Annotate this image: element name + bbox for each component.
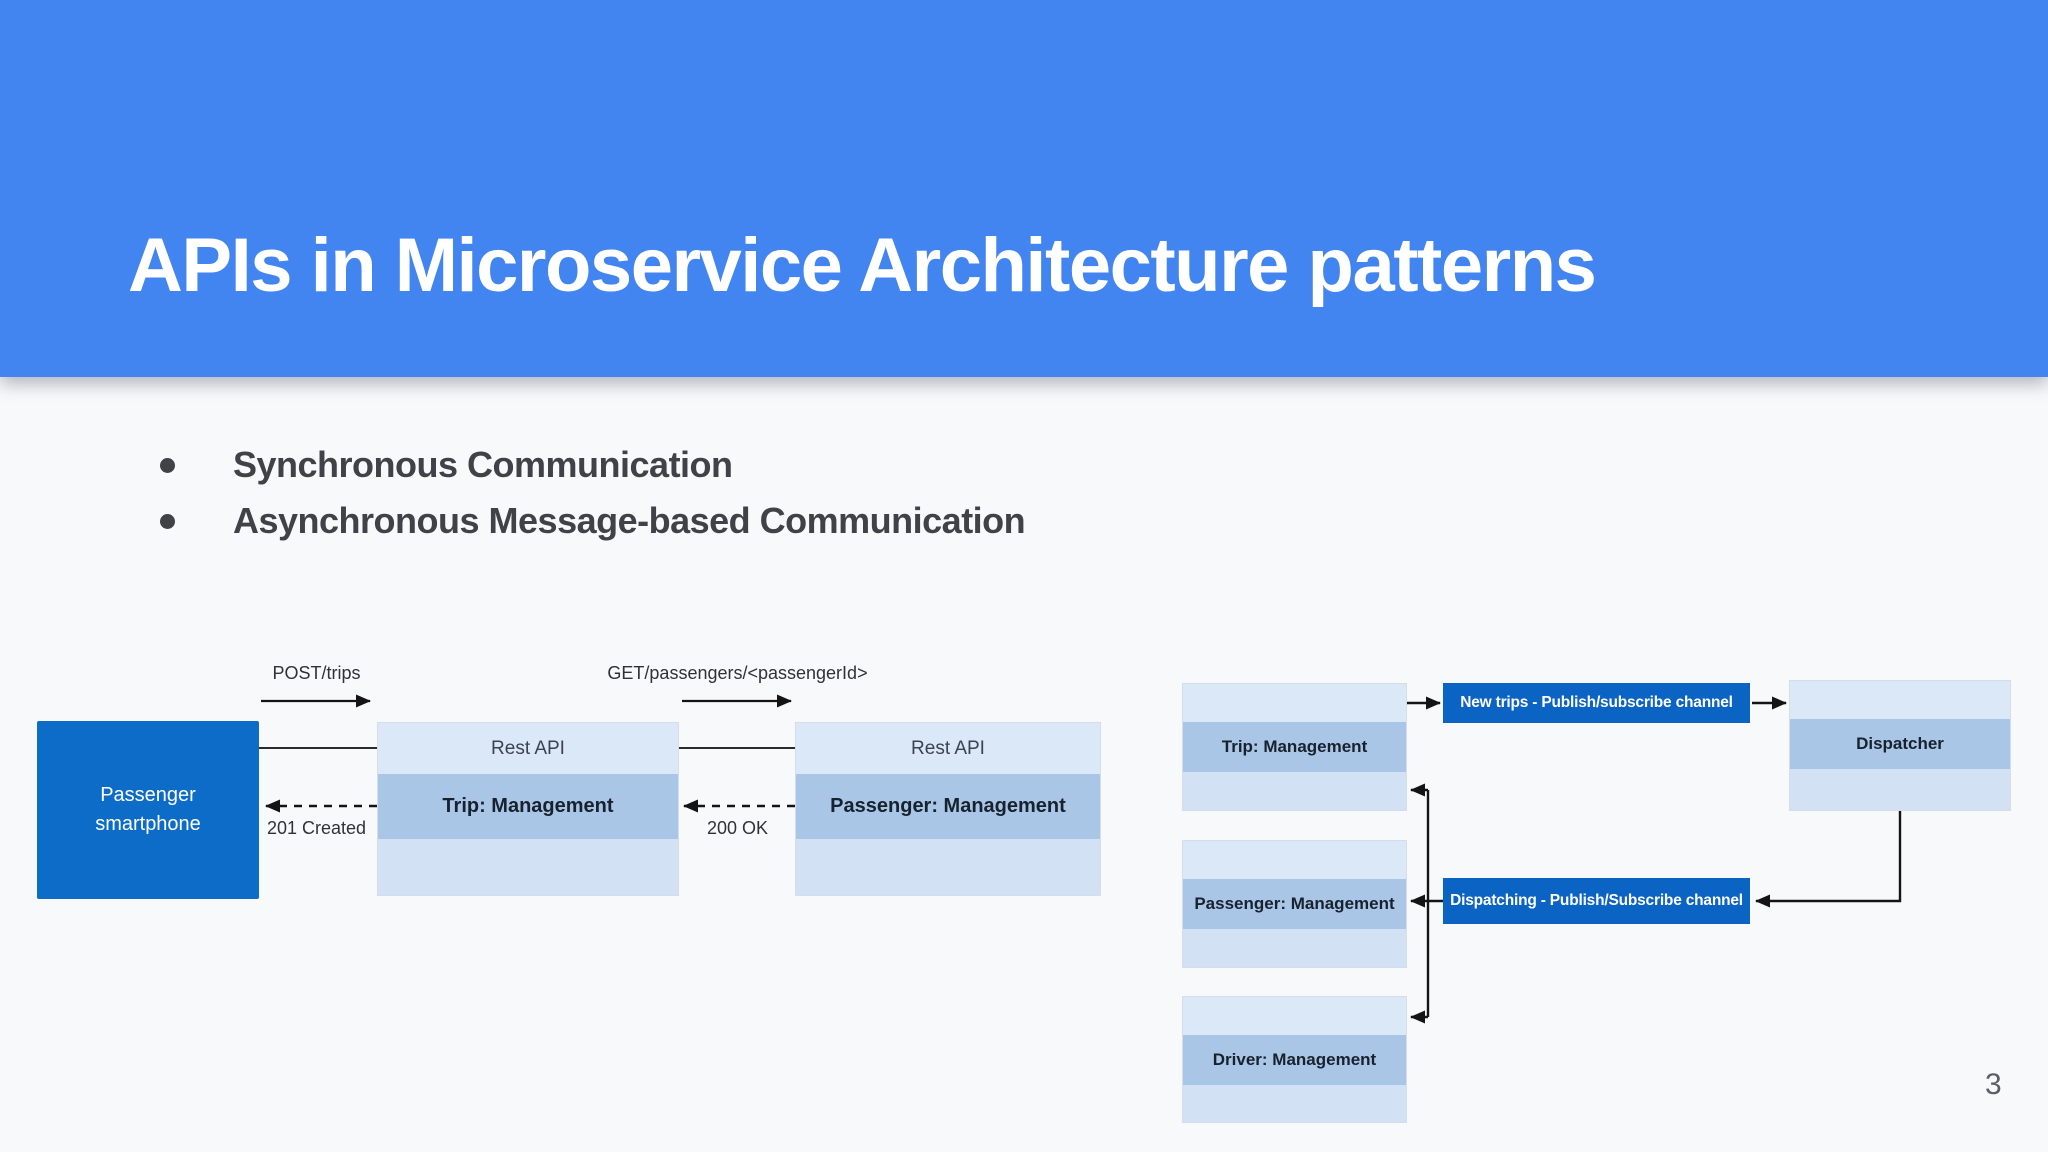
service-name: Passenger: Management xyxy=(796,774,1100,839)
rest-api-header: Rest API xyxy=(796,723,1100,774)
service-header-band xyxy=(1183,684,1406,722)
request-label-post-trips: POST/trips xyxy=(272,663,361,683)
page-number: 3 xyxy=(1985,1068,2002,1101)
service-name: Trip: Management xyxy=(1183,722,1406,772)
bullet-label: Asynchronous Message-based Communication xyxy=(233,500,1026,541)
service-footer-band xyxy=(1183,1085,1406,1122)
channel-box-dispatching: Dispatching - Publish/Subscribe channel xyxy=(1443,878,1750,924)
service-footer-band xyxy=(1790,769,2010,810)
client-label-line1: Passenger xyxy=(100,784,196,806)
service-box-passenger-management: Rest API Passenger: Management xyxy=(795,722,1101,896)
bullet-dot-icon xyxy=(160,458,175,473)
bullet-dot-icon xyxy=(160,514,175,529)
response-label-201-created: 201 Created xyxy=(266,818,367,838)
bullet-list: Synchronous Communication Asynchronous M… xyxy=(152,444,1026,556)
service-name: Driver: Management xyxy=(1183,1035,1406,1085)
service-box-trip-management-async: Trip: Management xyxy=(1182,683,1407,811)
slide-title: APIs in Microservice Architecture patter… xyxy=(128,223,1597,308)
service-box-trip-management: Rest API Trip: Management xyxy=(377,722,679,896)
request-label-get-passengers: GET/passengers/<passengerId> xyxy=(607,663,868,683)
response-label-200-ok: 200 OK xyxy=(706,818,769,838)
bullet-label: Synchronous Communication xyxy=(233,444,733,485)
header-band: APIs in Microservice Architecture patter… xyxy=(0,0,2048,377)
service-name: Passenger: Management xyxy=(1183,879,1406,929)
rest-api-header: Rest API xyxy=(378,723,678,774)
service-name: Dispatcher xyxy=(1790,719,2010,769)
bullet-item-asynchronous: Asynchronous Message-based Communication xyxy=(152,500,1026,542)
service-header-band xyxy=(1183,841,1406,879)
service-header-band xyxy=(1790,681,2010,719)
arrow-dispatcher-to-dispatching xyxy=(1755,811,1902,908)
service-footer-band xyxy=(796,839,1100,895)
service-footer-band xyxy=(378,839,678,895)
client-label-line2: smartphone xyxy=(95,813,201,835)
bullet-item-synchronous: Synchronous Communication xyxy=(152,444,1025,486)
service-name: Trip: Management xyxy=(378,774,678,839)
service-box-passenger-management-async: Passenger: Management xyxy=(1182,840,1407,968)
passenger-smartphone-box: Passenger smartphone xyxy=(37,721,259,899)
service-footer-band xyxy=(1183,772,1406,810)
service-header-band xyxy=(1183,997,1406,1035)
channel-box-new-trips: New trips - Publish/subscribe channel xyxy=(1443,683,1750,723)
dispatcher-box: Dispatcher xyxy=(1789,680,2011,811)
service-box-driver-management-async: Driver: Management xyxy=(1182,996,1407,1123)
service-footer-band xyxy=(1183,929,1406,967)
